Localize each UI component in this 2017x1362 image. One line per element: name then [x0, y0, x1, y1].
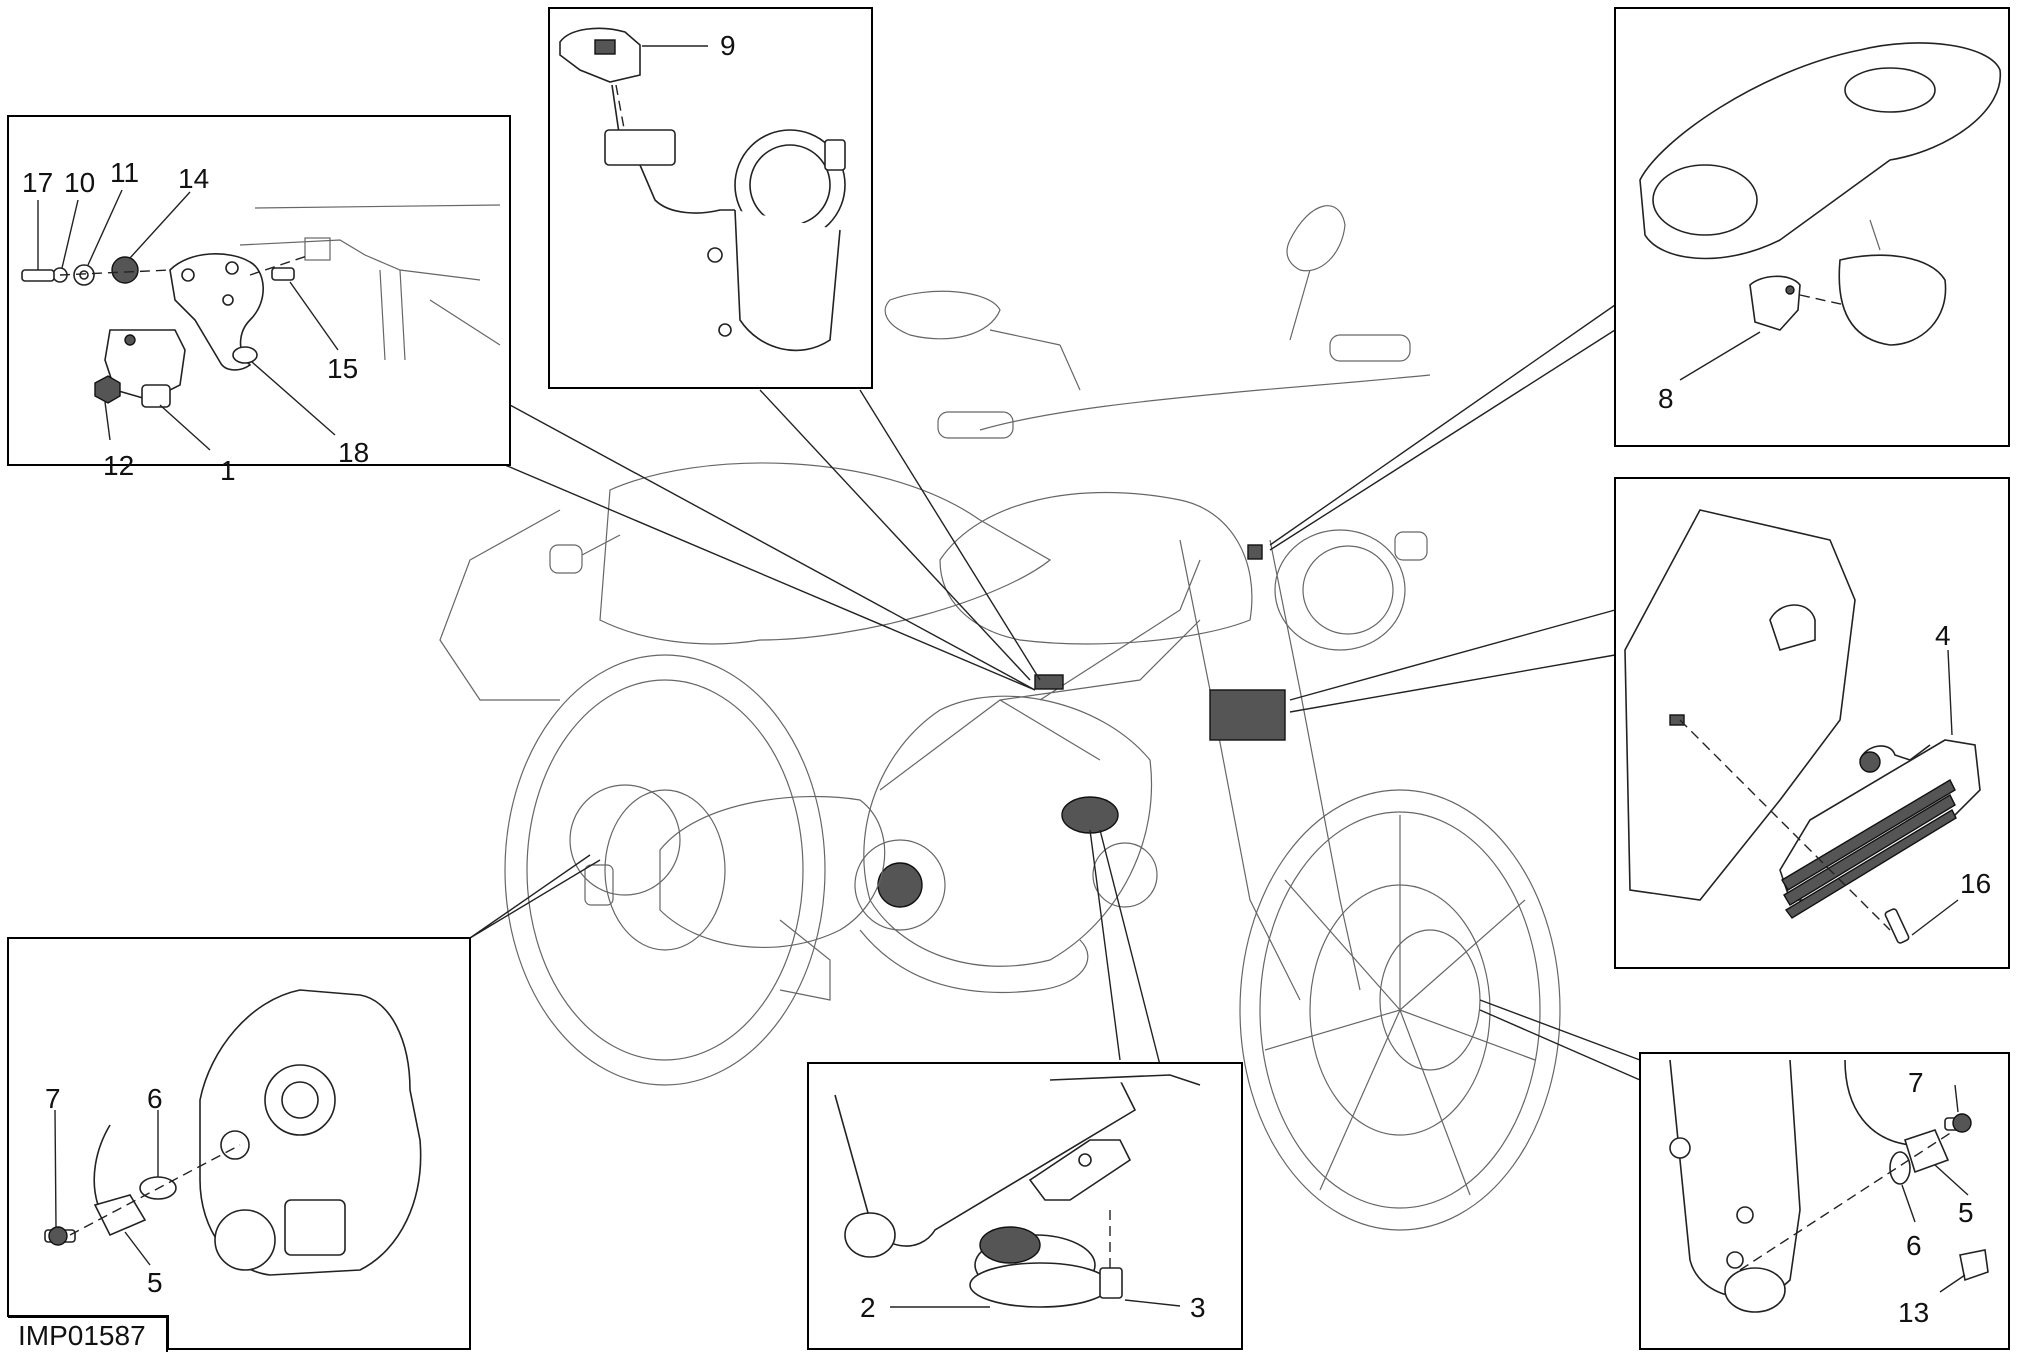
callout-6-front: 6 [1906, 1230, 1922, 1261]
callout-18: 18 [338, 437, 369, 468]
callout-1: 1 [220, 455, 236, 486]
callout-16: 16 [1960, 868, 1991, 899]
callout-6-rear: 6 [147, 1083, 163, 1114]
panel-throttle-sensor: 9 [548, 7, 873, 389]
callout-11: 11 [110, 157, 139, 188]
panel-horn: 2 3 [807, 1062, 1243, 1350]
callout-10: 10 [64, 167, 95, 198]
leader-lines [469, 304, 1641, 1081]
callout-13: 13 [1898, 1297, 1929, 1328]
callout-7-front: 7 [1908, 1067, 1924, 1098]
callout-15: 15 [327, 353, 358, 384]
callout-5-rear: 5 [147, 1267, 163, 1298]
callout-9: 9 [720, 30, 736, 61]
drawing-code-label: IMP01587 [8, 1316, 168, 1352]
panel-steering-sensor: 8 [1614, 7, 2010, 447]
callout-8: 8 [1658, 383, 1674, 414]
panel-regulator: 4 16 [1614, 477, 2010, 969]
callout-17: 17 [22, 167, 53, 198]
callout-5-front: 5 [1958, 1197, 1974, 1228]
callout-14: 14 [178, 163, 209, 194]
callout-3: 3 [1190, 1292, 1206, 1323]
panel-rear-abs: 7 6 5 [7, 937, 471, 1350]
callout-2: 2 [860, 1292, 876, 1323]
callout-12: 12 [103, 450, 134, 481]
panel-crank-sensor: 17 10 11 14 15 18 12 1 [7, 115, 511, 486]
callout-4: 4 [1935, 620, 1951, 651]
callout-7-rear: 7 [45, 1083, 61, 1114]
panel-front-abs: 7 5 6 13 [1639, 1052, 2010, 1350]
motorcycle-illustration [439, 205, 1561, 1231]
